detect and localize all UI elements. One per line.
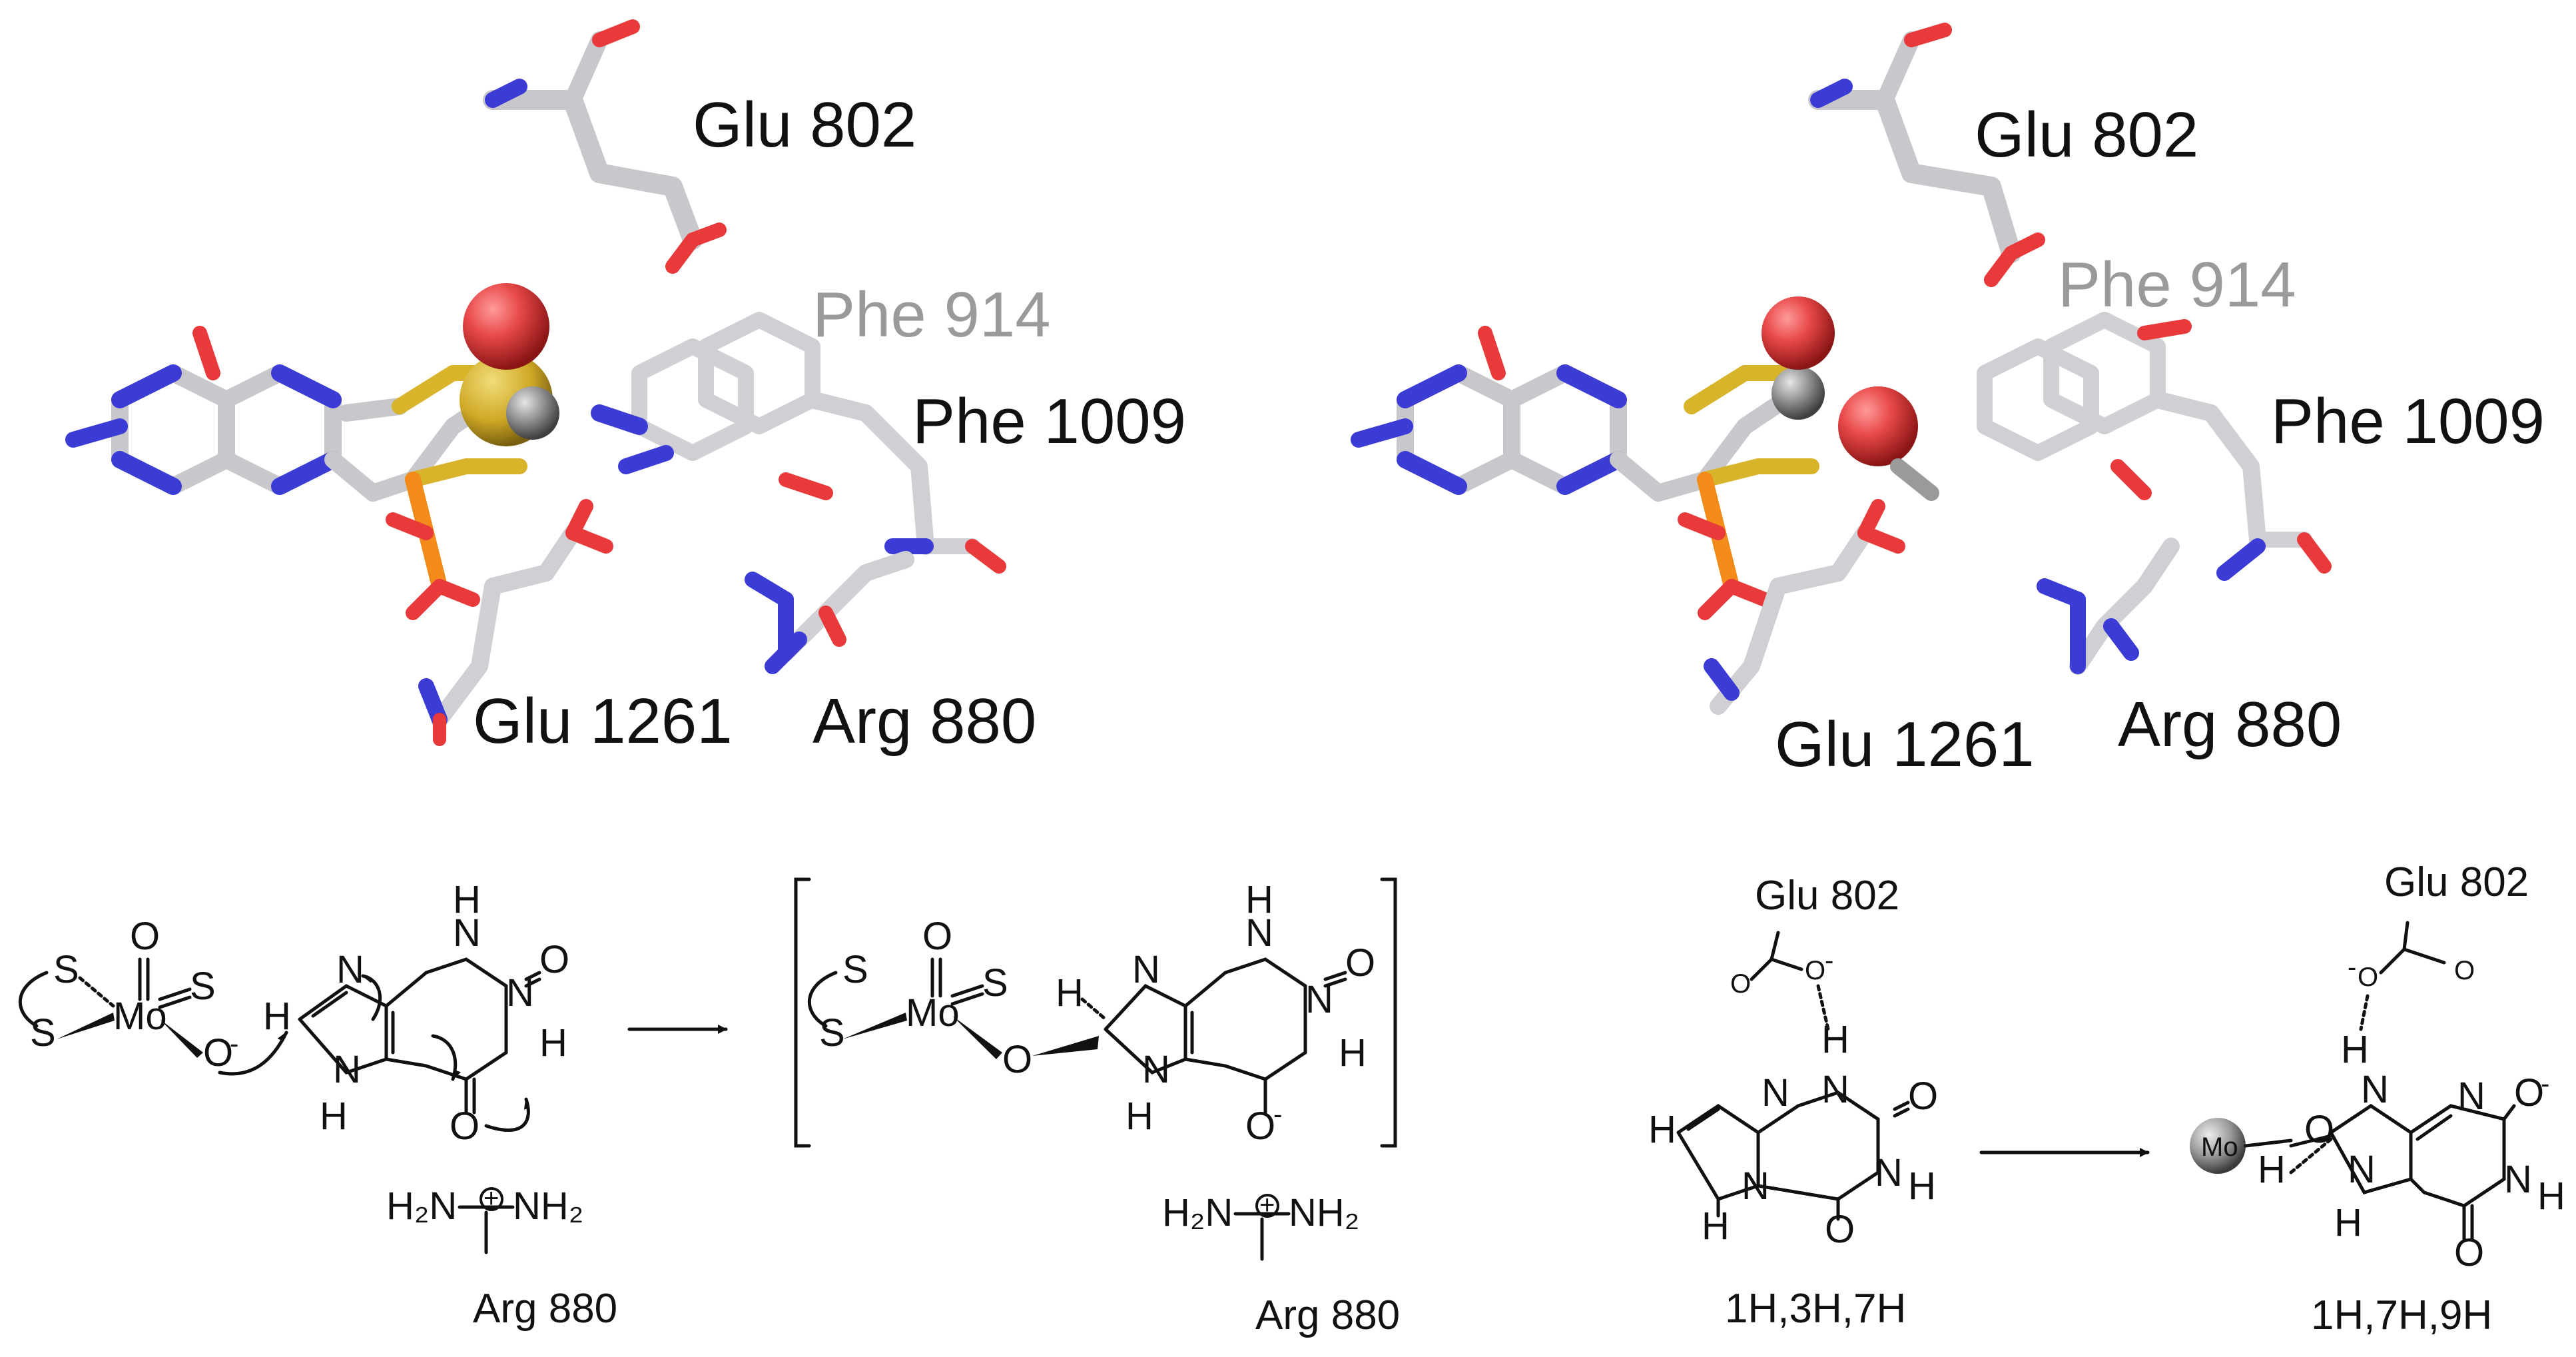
- svg-text:Mo: Mo: [113, 995, 167, 1038]
- svg-text:H: H: [263, 995, 291, 1038]
- svg-text:O: O: [1245, 1105, 1275, 1148]
- svg-text:H: H: [1056, 971, 1084, 1015]
- glu1261-sidechain-left: [418, 499, 613, 746]
- phe-residues-left: [591, 312, 1006, 574]
- svg-text:H: H: [2537, 1174, 2565, 1218]
- svg-text:N: N: [1132, 948, 1160, 991]
- glu802-sidechain-right: [1808, 23, 2045, 287]
- svg-text:O: O: [1908, 1075, 1938, 1118]
- structure-panel-left: Glu 802 Phe 914 Phe 1009 Glu 1261 Arg 88…: [65, 19, 1186, 757]
- svg-text:H: H: [1245, 878, 1273, 921]
- svg-text:N: N: [1762, 1071, 1789, 1115]
- mechanism-scheme-left: Mo S S O S O - H N N H N H N H O: [19, 877, 1400, 1338]
- svg-text:N: N: [453, 911, 481, 955]
- label-arg880-left: Arg 880: [812, 685, 1036, 757]
- arg880-sidechain-right: [2037, 538, 2180, 675]
- xanthine-1H3H7H: O O - H N N H N H N H O O: [1648, 931, 1938, 1251]
- svg-text:S: S: [53, 948, 79, 991]
- svg-text:S: S: [842, 948, 868, 991]
- svg-text:N: N: [1821, 1068, 1849, 1111]
- svg-text:S: S: [982, 961, 1008, 1005]
- label-phe914-left: Phe 914: [812, 279, 1051, 350]
- svg-text:N: N: [2361, 1068, 2389, 1111]
- svg-text:O: O: [203, 1031, 233, 1075]
- svg-text:O: O: [2514, 1071, 2544, 1115]
- mo-center-left: [460, 283, 559, 446]
- svg-text:H: H: [2258, 1148, 2286, 1191]
- svg-text:-: -: [1273, 1100, 1282, 1129]
- tetrahedral-intermediate: Mo S S O S O H N N H N H N H O O -: [794, 877, 1397, 1148]
- arg880-caption-2: Arg 880: [1255, 1292, 1400, 1338]
- svg-text:H: H: [1126, 1095, 1153, 1138]
- svg-text:H: H: [1908, 1164, 1936, 1208]
- mo-sphere-label: Mo: [2201, 1132, 2238, 1162]
- tautomer-scheme-right: Glu 802 O O - H N N H N H N H O O: [1648, 859, 2565, 1338]
- pterin-ring-right: [1351, 326, 1819, 620]
- arg880-structure-1: H₂N NH₂ + Arg 880: [386, 1184, 617, 1332]
- svg-text:O: O: [1002, 1038, 1032, 1081]
- svg-text:-: -: [1825, 946, 1833, 975]
- svg-text:O: O: [2304, 1108, 2334, 1151]
- svg-text:O: O: [1805, 956, 1825, 985]
- svg-text:N: N: [2504, 1158, 2532, 1201]
- svg-text:S: S: [30, 1011, 56, 1055]
- mo-center-right: [1762, 296, 1939, 501]
- pterin-ring-left: [65, 326, 527, 620]
- svg-text:O: O: [2454, 956, 2475, 985]
- svg-text:O: O: [1825, 1208, 1855, 1251]
- svg-text:N: N: [336, 948, 364, 991]
- xanthine-1: H N N H N H N H O O: [263, 878, 569, 1148]
- svg-text:Mo: Mo: [906, 991, 960, 1035]
- svg-text:-: -: [230, 1029, 238, 1059]
- svg-text:O: O: [922, 915, 952, 958]
- svg-text:O: O: [1730, 969, 1751, 999]
- arg880-caption-1: Arg 880: [473, 1286, 617, 1332]
- glu1261-sidechain-right: [1704, 499, 1905, 715]
- svg-text:O: O: [2454, 1231, 2484, 1274]
- svg-text:O: O: [1345, 941, 1375, 985]
- label-phe914-right: Phe 914: [2058, 249, 2296, 320]
- svg-text:N: N: [1245, 911, 1273, 955]
- svg-text:H: H: [1648, 1108, 1676, 1151]
- svg-text:O: O: [2358, 963, 2378, 992]
- svg-text:O: O: [539, 938, 569, 981]
- glu802-sidechain: [483, 19, 727, 274]
- arg880-structure-2: H₂N NH₂ + Arg 880: [1162, 1190, 1400, 1338]
- svg-text:S: S: [190, 965, 216, 1008]
- glu802-caption-2: Glu 802: [2384, 859, 2529, 905]
- svg-text:H: H: [1821, 1018, 1849, 1061]
- svg-text:H: H: [539, 1021, 567, 1065]
- structure-panel-right: Glu 802 Phe 914 Phe 1009 Glu 1261 Arg 88…: [1351, 23, 2545, 780]
- label-phe1009-left: Phe 1009: [912, 386, 1186, 457]
- svg-text:H: H: [320, 1095, 348, 1138]
- label-phe1009-right: Phe 1009: [2271, 386, 2545, 457]
- arg880-sidechain-left: [745, 551, 914, 674]
- phe-residues-right: [1977, 312, 2332, 581]
- svg-text:H₂N: H₂N: [1162, 1191, 1233, 1234]
- svg-text:S: S: [819, 1011, 845, 1055]
- svg-text:-: -: [2541, 1069, 2549, 1099]
- tautomer-caption-1: 1H,3H,7H: [1725, 1286, 1906, 1332]
- svg-text:O: O: [130, 915, 160, 958]
- label-glu802-right: Glu 802: [1975, 99, 2198, 171]
- svg-text:NH₂: NH₂: [513, 1184, 583, 1228]
- label-arg880-right: Arg 880: [2118, 689, 2342, 760]
- svg-text:H: H: [2334, 1201, 2362, 1244]
- svg-text:H: H: [453, 878, 481, 921]
- mo-complex-1: Mo S S O S O -: [19, 915, 238, 1075]
- glu802-caption-1: Glu 802: [1755, 873, 1899, 919]
- tautomer-caption-2: 1H,7H,9H: [2311, 1292, 2492, 1338]
- svg-text:H: H: [2341, 1028, 2369, 1071]
- label-glu1261-left: Glu 1261: [473, 685, 733, 757]
- svg-text:H₂N: H₂N: [386, 1184, 457, 1228]
- svg-text:-: -: [2348, 953, 2356, 982]
- mo-sphere-icon: [2190, 1118, 2246, 1174]
- svg-text:H: H: [1702, 1204, 1730, 1248]
- svg-text:NH₂: NH₂: [1289, 1191, 1359, 1234]
- svg-text:H: H: [1339, 1031, 1367, 1075]
- label-glu802-left: Glu 802: [693, 89, 916, 161]
- xanthine-1H7H9H: O - O H N N H H O N O - N H O: [2190, 921, 2565, 1274]
- label-glu1261-right: Glu 1261: [1775, 709, 2035, 780]
